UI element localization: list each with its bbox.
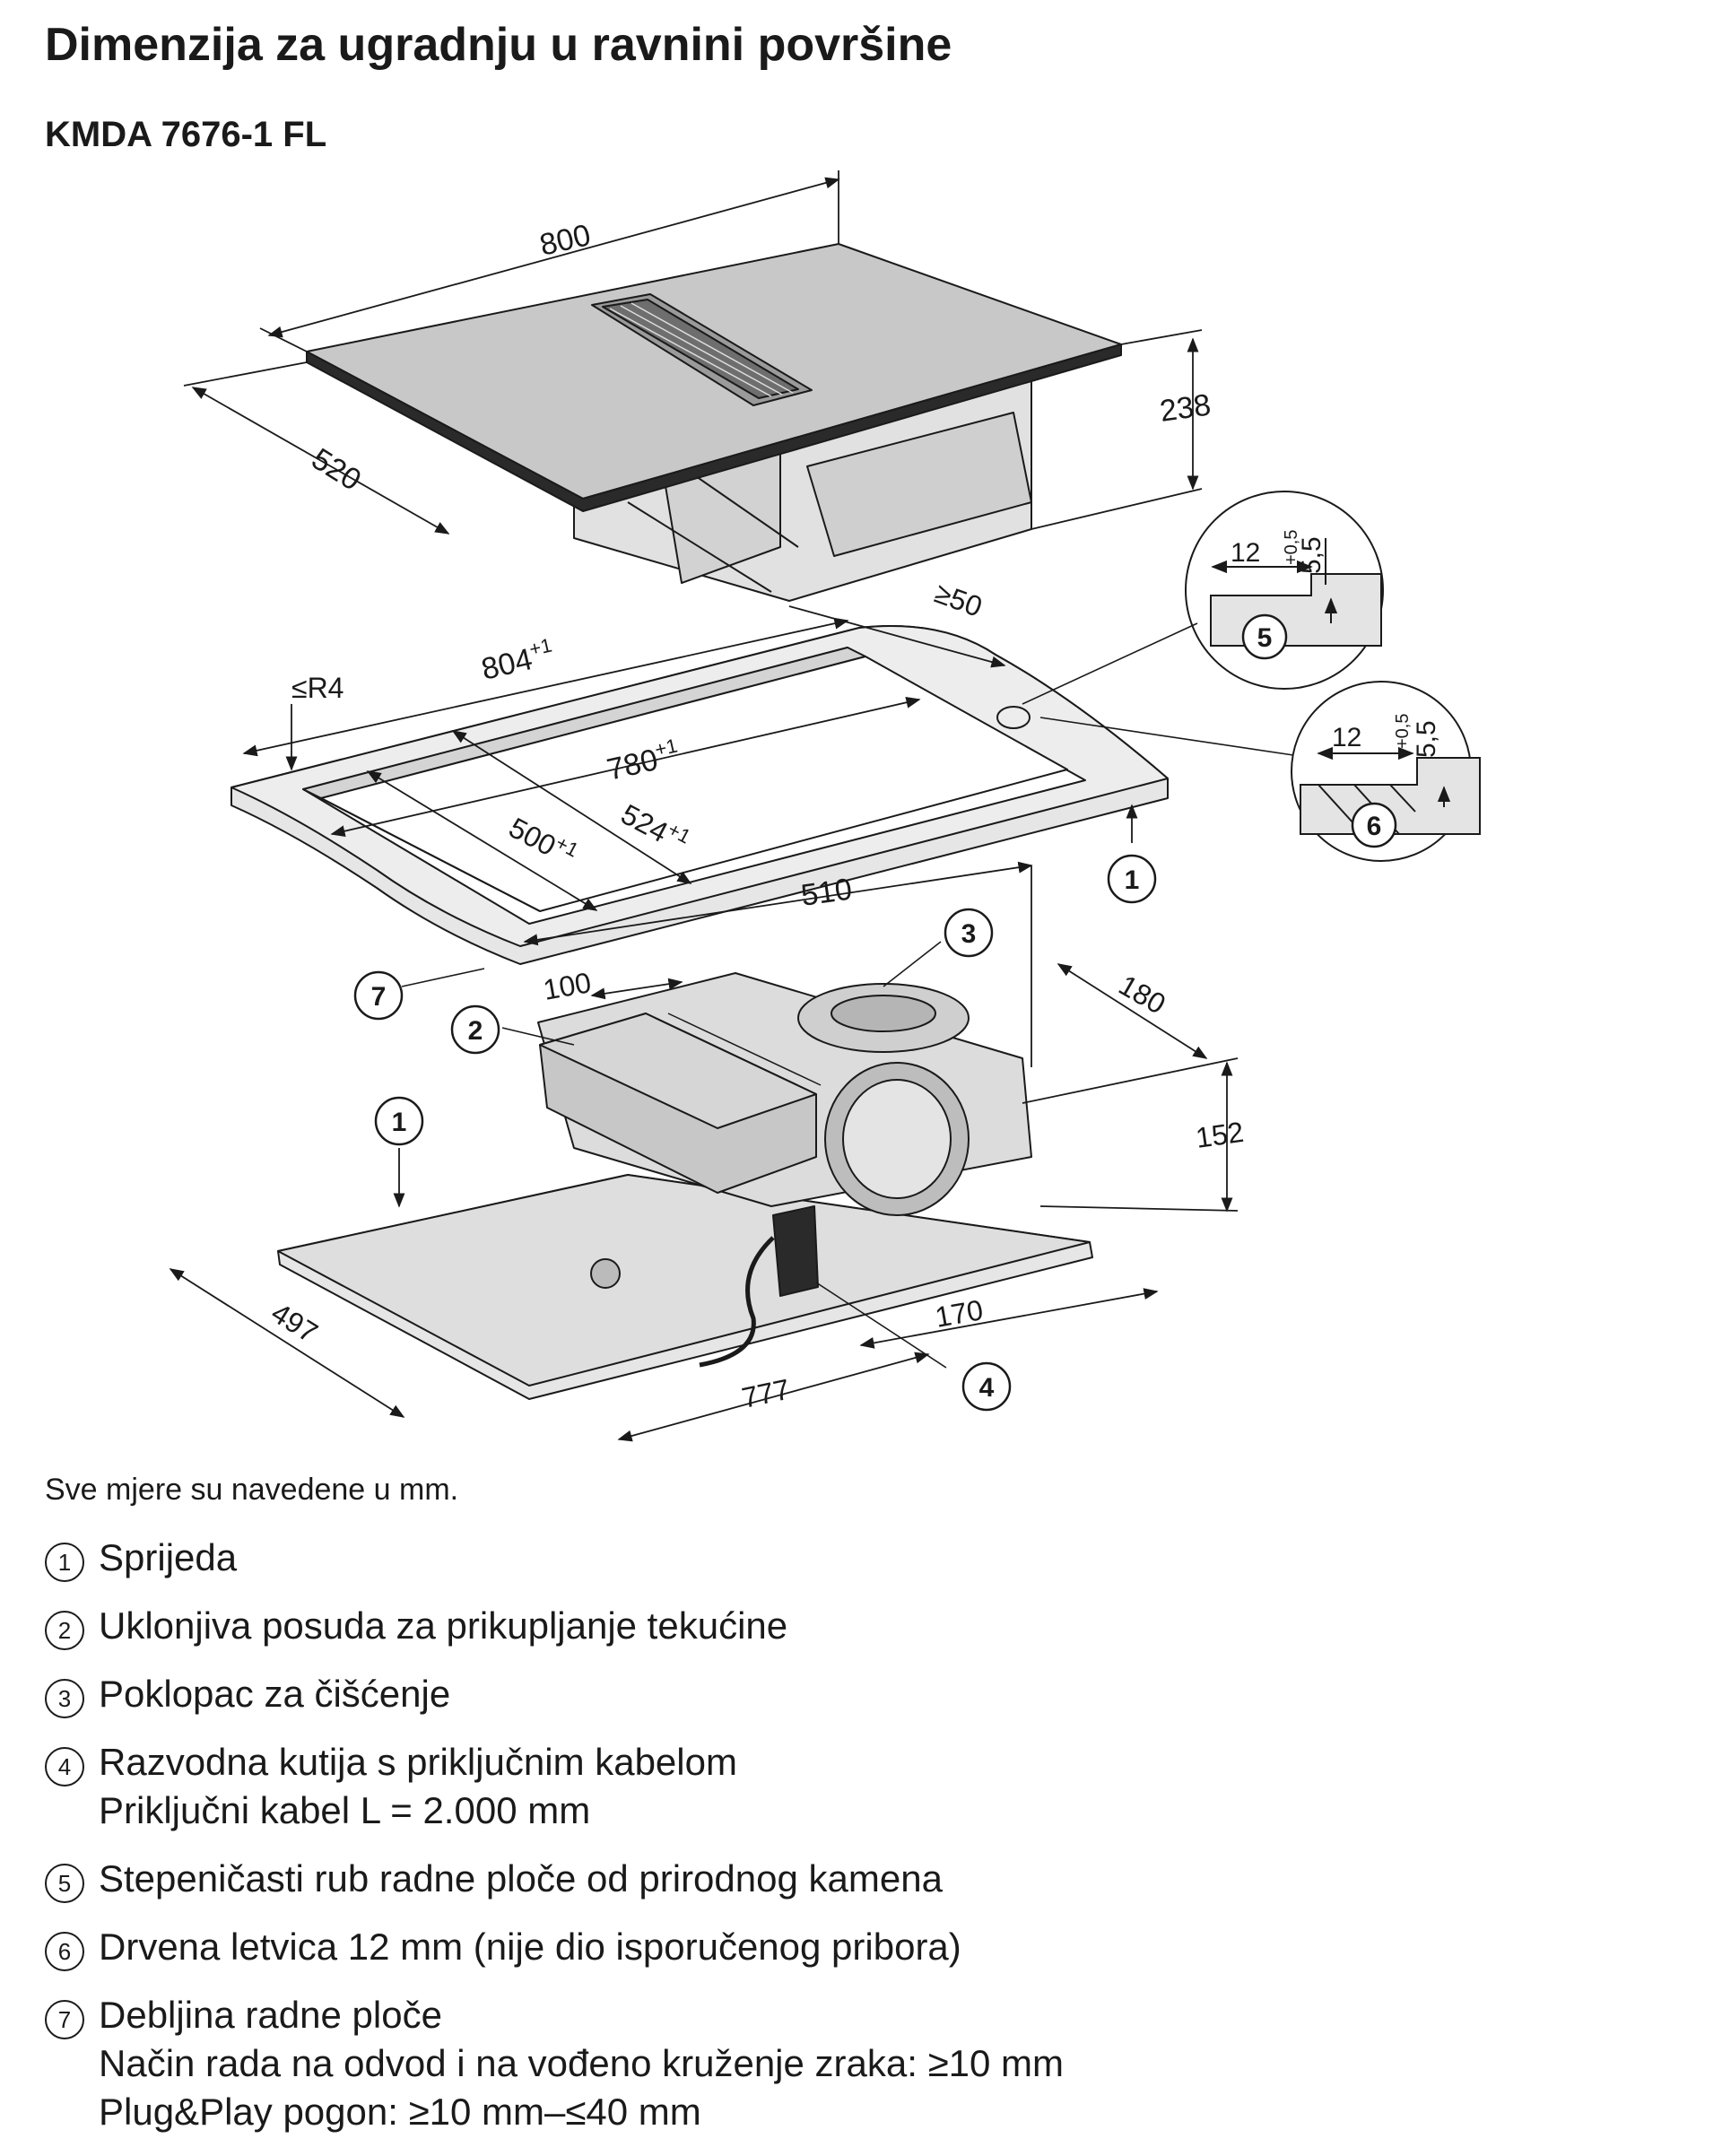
legend-item-5: 5 Stepeničasti rub radne ploče od prirod… (45, 1855, 1695, 1903)
dim-152-label: 152 (1194, 1116, 1246, 1154)
callout-circle-6: 6 (1351, 802, 1397, 848)
detail-6-55: 5,5 (1412, 720, 1441, 758)
model-name: KMDA 7676-1 FL (45, 115, 327, 154)
svg-text:1: 1 (392, 1108, 407, 1137)
dim-238-label: 238 (1158, 387, 1213, 429)
svg-text:5: 5 (1257, 623, 1273, 653)
legend-text: Plug&Play pogon: ≥10 mm–≤40 mm (99, 2091, 701, 2133)
dim-497-label: 497 (265, 1296, 323, 1349)
dim-497 (169, 1268, 405, 1418)
dim-238 (1031, 329, 1203, 530)
callout-circle-2: 2 (450, 1004, 500, 1055)
dim-170-label: 170 (933, 1293, 986, 1334)
svg-text:6: 6 (1367, 812, 1382, 841)
legend-number: 6 (45, 1932, 84, 1971)
detail-6-12: 12 (1332, 723, 1361, 752)
legend-item-3: 3 Poklopac za čišćenje (45, 1670, 1695, 1718)
svg-text:1: 1 (1125, 865, 1140, 895)
legend-number: 4 (45, 1747, 84, 1787)
svg-text:7: 7 (371, 982, 387, 1012)
detail-5 (1022, 491, 1384, 705)
dim-50 (788, 605, 1006, 668)
legend: 1 Sprijeda 2 Uklonjiva posuda za prikupl… (45, 1534, 1695, 2156)
legend-text: Stepeničasti rub radne ploče od prirodno… (99, 1857, 943, 1900)
callout-circle-1b: 1 (374, 1096, 424, 1146)
legend-text: Razvodna kutija s priključnim kabelom (99, 1741, 737, 1783)
legend-number: 5 (45, 1864, 84, 1903)
legend-item-2: 2 Uklonjiva posuda za prikupljanje tekuć… (45, 1602, 1695, 1650)
detail-5-12: 12 (1231, 538, 1260, 568)
legend-text: Uklonjiva posuda za prikupljanje tekućin… (99, 1604, 788, 1647)
dim-152 (1022, 1057, 1239, 1213)
legend-number: 2 (45, 1611, 84, 1650)
legend-text: Debljina radne ploče (99, 1994, 442, 2036)
cooktop-unit (306, 243, 1122, 602)
legend-item-7: 7 Debljina radne ploče Način rada na odv… (45, 1991, 1695, 2136)
dim-170 (859, 1288, 1159, 1349)
legend-text: Poklopac za čišćenje (99, 1673, 451, 1715)
dim-777-label: 777 (739, 1373, 793, 1414)
legend-text: Drvena letvica 12 mm (nije dio isporučen… (99, 1926, 961, 1968)
dim-100-label: 100 (541, 966, 594, 1006)
page-title: Dimenzija za ugradnju u ravnini površine (45, 19, 952, 71)
callout-circle-1a: 1 (1107, 854, 1157, 904)
legend-number: 3 (45, 1679, 84, 1718)
svg-text:3: 3 (961, 919, 977, 949)
dim-804-label: 804+1 (477, 633, 557, 686)
legend-text: Način rada na odvod i na vođeno kruženje… (99, 2042, 1064, 2084)
callout-circle-5: 5 (1241, 613, 1288, 660)
callout-circle-7: 7 (353, 970, 404, 1021)
legend-number: 1 (45, 1543, 84, 1582)
dim-r4-label: ≤R4 (291, 672, 344, 704)
detail-6-tol: +0,5 (1393, 714, 1413, 749)
dim-800-label: 800 (536, 218, 594, 263)
dim-520-label: 520 (306, 442, 367, 498)
fan-unit (277, 972, 1093, 1400)
svg-text:4: 4 (979, 1373, 995, 1403)
dim-510 (523, 861, 1033, 1067)
detail-5-55: 5,5 (1297, 536, 1326, 574)
units-note: Sve mjere su navedene u mm. (45, 1473, 459, 1507)
dim-180 (1057, 963, 1208, 1059)
legend-text: Priključni kabel L = 2.000 mm (99, 1789, 591, 1831)
dim-520 (183, 361, 450, 535)
dim-777 (617, 1352, 930, 1442)
legend-text: Sprijeda (99, 1536, 238, 1578)
svg-text:2: 2 (468, 1016, 483, 1046)
dim-100 (590, 978, 683, 1000)
callout-circle-3: 3 (944, 908, 994, 958)
legend-number: 7 (45, 2000, 84, 2039)
legend-item-4: 4 Razvodna kutija s priključnim kabelom … (45, 1738, 1695, 1835)
installation-drawing: 800 520 238 ≥50 ≤R4 804+1 780+1 524+1 50… (169, 170, 1481, 1442)
detail-5-tol: +0,5 (1282, 530, 1301, 565)
worktop-cutout (230, 625, 1169, 965)
detail-marker (996, 706, 1031, 729)
detail-6 (1039, 681, 1481, 862)
dim-180-label: 180 (1114, 969, 1171, 1021)
legend-item-1: 1 Sprijeda (45, 1534, 1695, 1582)
dim-50-label: ≥50 (931, 577, 987, 623)
legend-item-6: 6 Drvena letvica 12 mm (nije dio isporuč… (45, 1923, 1695, 1971)
callout-leaders (401, 941, 947, 1369)
callout-circle-4: 4 (961, 1361, 1012, 1412)
dim-800 (259, 170, 840, 352)
dim-510-label: 510 (799, 872, 854, 913)
